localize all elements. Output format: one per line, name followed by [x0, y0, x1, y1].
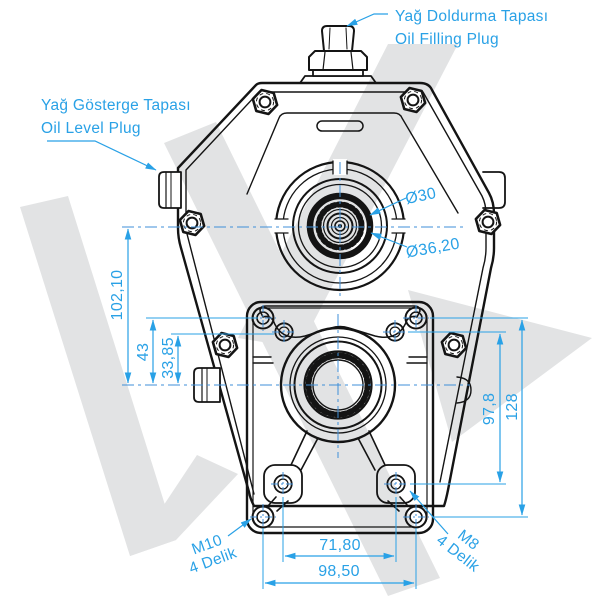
oil-filling-plug	[308, 25, 368, 77]
dim-center-to-inner-hole: 33,85	[160, 337, 177, 379]
dimension-lines	[47, 13, 528, 589]
oil-filling-plug-label-tr: Yağ Doldurma Tapası	[395, 8, 549, 25]
dim-inner-hole-horizontal-spacing: 71,80	[319, 537, 361, 554]
dim-shaft-center-distance: 102,10	[109, 269, 126, 321]
oil-level-plug-callout: Yağ Gösterge Tapası Oil Level Plug	[41, 94, 191, 140]
oil-level-plug-label-tr: Yağ Gösterge Tapası	[41, 97, 191, 114]
oil-level-plug	[158, 171, 182, 209]
dim-center-to-outer-hole: 43	[135, 342, 152, 362]
dim-outer-hole-vertical-spacing: 128	[504, 393, 521, 421]
dim-outer-hole-horizontal-spacing: 98,50	[318, 563, 360, 580]
oil-filling-plug-label-en: Oil Filling Plug	[395, 31, 499, 48]
oil-level-plug-label-en: Oil Level Plug	[41, 120, 141, 137]
dim-inner-hole-vertical-spacing: 97,8	[481, 392, 498, 426]
housing-body	[176, 75, 506, 508]
oil-filling-plug-callout: Yağ Doldurma Tapası Oil Filling Plug	[395, 5, 548, 51]
